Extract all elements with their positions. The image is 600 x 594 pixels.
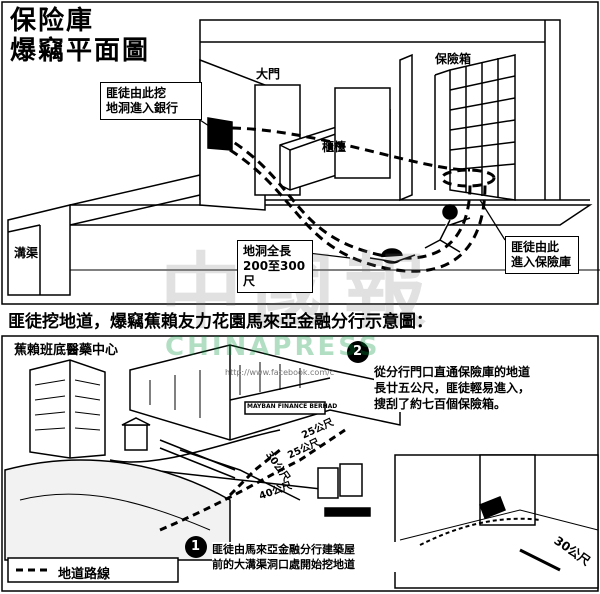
legend-box (7, 557, 179, 583)
legend-label: 地道路線 (58, 567, 111, 582)
note-1-line-2: 前的大溝渠洞口處開始挖地道 (212, 558, 355, 571)
callout-dig-in-line-2: 地洞進入銀行 (106, 101, 179, 115)
watermark-english: CHINAPRESS (165, 332, 381, 362)
diagram-subtitle: 匪徒挖地道，爆竊蕉賴友力花園馬來亞金融分行示意圖： (8, 312, 433, 332)
callout-dig-in: 匪徒由此挖 地洞進入銀行 (100, 82, 202, 120)
tunnel-path-top (221, 126, 496, 273)
big-drain (4, 459, 231, 561)
clinic-building (29, 359, 106, 459)
marker-1: 1 (191, 539, 201, 554)
drain-trench (7, 204, 71, 296)
top-panel-frame (1, 1, 599, 305)
label-drain: 溝渠 (14, 246, 39, 260)
label-counter: 櫃檯 (322, 140, 347, 154)
note-2-line-3: 搜刮了約七百個保險箱。 (374, 397, 507, 411)
callout-vault-line-2: 進入保險庫 (511, 255, 572, 269)
callout-vault-line-1: 匪徒由此 (511, 240, 560, 254)
note-1-line-1: 匪徒由馬來亞金融分行建築屋 (212, 543, 355, 556)
label-clinic: 蕉賴班底醫藥中心 (14, 343, 119, 358)
source-url-text: http://www.facebook.com/c (225, 368, 335, 377)
callout-tunnel-line-2: 200至300尺 (243, 259, 306, 288)
callout-tunnel-length: 地洞全長 200至300尺 (237, 240, 313, 293)
marker-2: 2 (353, 344, 363, 359)
utility-box (317, 467, 339, 499)
title-line-2: 爆竊平面圖 (10, 36, 151, 66)
vault-door (399, 53, 413, 202)
callout-dig-in-line-1: 匪徒由此挖 (106, 86, 167, 100)
note-2-line-2: 長廿五公尺，匪徒輕易進入， (374, 381, 531, 395)
note-vault-tunnel: 從分行門口直通保險庫的地道 長廿五公尺，匪徒輕易進入， 搜刮了約七百個保險箱。 (374, 364, 594, 412)
title-line-1: 保险庫 (10, 6, 95, 36)
marker-2-circle (347, 341, 369, 363)
guard-booth (124, 424, 148, 451)
burglar-figures (369, 204, 471, 264)
label-main-door: 大門 (256, 67, 281, 81)
tunnel-path-bottom (159, 428, 346, 532)
callout-vault-entry: 匪徒由此 進入保險庫 (505, 236, 579, 274)
note-2-line-1: 從分行門口直通保險庫的地道 (374, 365, 531, 379)
callout-tunnel-line-1: 地洞全長 (243, 244, 292, 258)
note-dig-start: 匪徒由馬來亞金融分行建築屋 前的大溝渠洞口處開始挖地道 (212, 542, 397, 572)
bank-sign: MAYBAN FINANCE BERHAD (247, 403, 338, 410)
label-safe-boxes: 保險箱 (435, 52, 472, 66)
marker-1-circle (185, 536, 207, 558)
